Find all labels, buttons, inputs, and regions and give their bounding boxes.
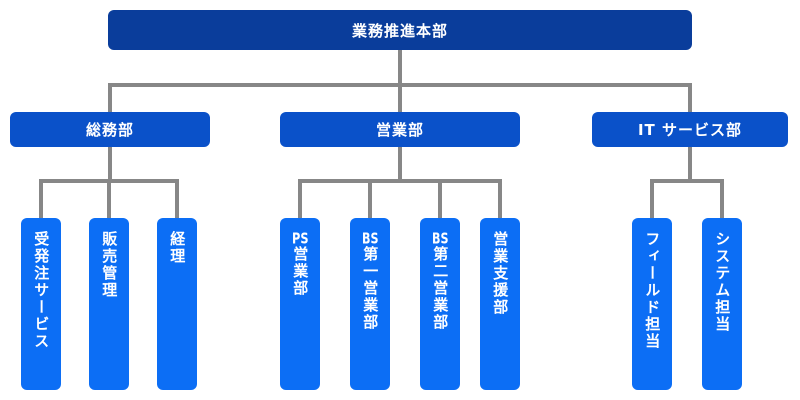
connector-line [368, 179, 372, 218]
connector-line [108, 83, 112, 112]
team-box: システム担当 [702, 218, 742, 390]
dept-box-soumu: 総務部 [10, 112, 210, 147]
team-box: 受発注サービス [21, 218, 61, 390]
connector-line [720, 179, 724, 218]
connector-line [108, 147, 112, 183]
org-root-box: 業務推進本部 [108, 10, 692, 50]
team-box: 経理 [157, 218, 197, 390]
team-box: 販売管理 [89, 218, 129, 390]
team-label: 受発注サービス [32, 231, 51, 350]
team-label: 営業支援部 [491, 231, 510, 316]
connector-line [398, 50, 402, 112]
connector-line [298, 179, 302, 218]
team-label: 経理 [168, 231, 187, 265]
team-box: BS第一営業部 [350, 218, 390, 390]
connector-line [438, 179, 442, 218]
team-label: 販売管理 [100, 231, 119, 299]
connector-line [298, 179, 502, 183]
connector-line [650, 179, 654, 218]
dept-box-eigyou: 営業部 [280, 112, 520, 147]
connector-line [688, 83, 692, 112]
connector-line [107, 179, 111, 218]
team-box: 営業支援部 [480, 218, 520, 390]
connector-line [175, 179, 179, 218]
team-label: システム担当 [713, 231, 732, 333]
dept-label: IT サービス部 [637, 121, 743, 139]
dept-label: 営業部 [375, 121, 424, 139]
team-label: BS第一営業部 [361, 231, 380, 331]
connector-line [498, 179, 502, 218]
team-label: PS営業部 [291, 231, 310, 297]
org-root-label: 業務推進本部 [351, 21, 448, 40]
team-label: フィールド担当 [643, 231, 662, 350]
team-box: BS第二営業部 [420, 218, 460, 390]
dept-box-it-service: IT サービス部 [592, 112, 788, 147]
team-box: フィールド担当 [632, 218, 672, 390]
connector-line [650, 179, 724, 183]
connector-line [39, 179, 43, 218]
connector-line [108, 83, 692, 87]
team-label: BS第二営業部 [431, 231, 450, 331]
connector-line [398, 147, 402, 183]
connector-line [688, 147, 692, 183]
dept-label: 総務部 [85, 121, 134, 139]
team-box: PS営業部 [280, 218, 320, 390]
